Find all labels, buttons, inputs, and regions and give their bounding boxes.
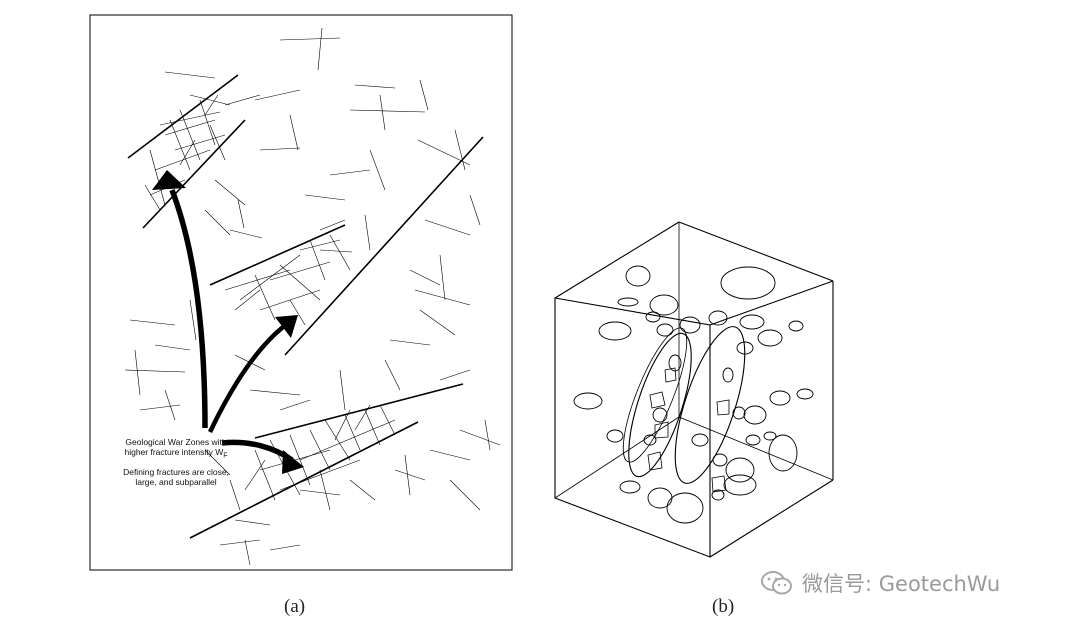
wechat-icon xyxy=(761,571,792,595)
war-zone-2 xyxy=(209,136,484,356)
panel-a-frame xyxy=(89,14,513,571)
war-zone-1 xyxy=(127,74,246,229)
arrow-to-zone-3 xyxy=(221,439,304,474)
watermark: 微信号: GeotechWu xyxy=(760,566,1000,600)
panel-a-diagram xyxy=(89,14,513,571)
watermark-text: 微信号: GeotechWu xyxy=(802,572,1001,596)
annotation-line-2-text: higher fracture intensity W xyxy=(124,447,224,457)
war-zones-annotation: Geological War Zones with higher fractur… xyxy=(96,437,256,487)
panel-a-label: (a) xyxy=(284,596,306,617)
arrow-to-zone-1 xyxy=(152,170,208,429)
panel-b-label: (b) xyxy=(712,596,735,617)
polygonal-fracture-fragments xyxy=(647,367,730,493)
annotation-line-1: Geological War Zones with xyxy=(125,437,227,447)
war-zone-3 xyxy=(189,383,464,539)
panel-b-cube-diagram xyxy=(554,221,834,558)
small-fracture-discs xyxy=(573,265,814,524)
background-fractures xyxy=(124,27,501,566)
main-fracture-discs xyxy=(622,326,746,484)
arrow-to-zone-2 xyxy=(207,315,298,433)
annotation-line-3: Defining fractures are close, xyxy=(123,466,229,477)
annotation-line-4: large, and subparallel xyxy=(135,476,217,487)
annotation-subscript: F xyxy=(223,452,228,460)
annotation-line-2: higher fracture intensity WF xyxy=(96,447,256,462)
